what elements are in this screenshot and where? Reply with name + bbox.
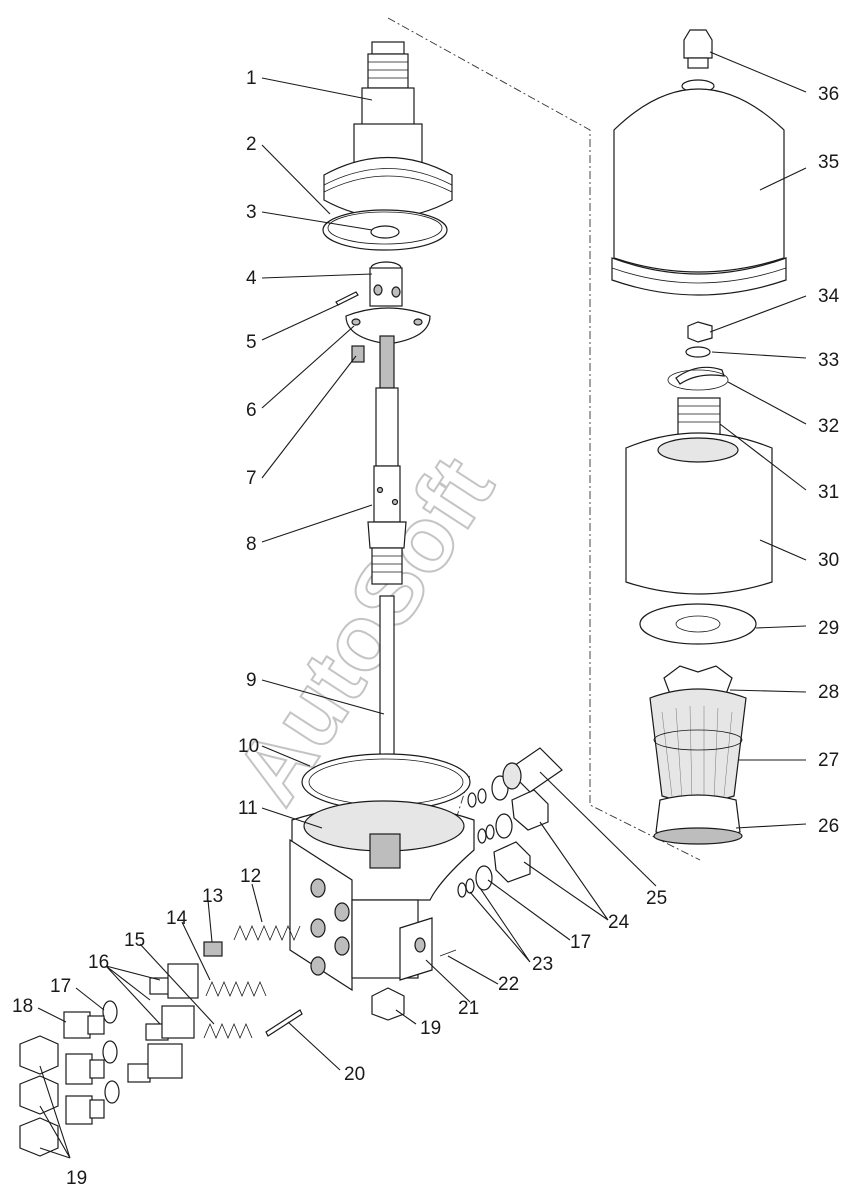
part-33-washer: [685, 346, 711, 358]
part-8-shaft: [367, 335, 407, 585]
callout-20: 20: [344, 1064, 365, 1085]
part-26-base-ring: [653, 794, 743, 845]
callout-7: 7: [246, 468, 257, 489]
part-15-spring: [203, 1022, 253, 1040]
part-22-screw: [439, 949, 457, 957]
callout-19-left: 19: [66, 1168, 87, 1189]
part-31-stem: [677, 397, 721, 439]
callout-30: 30: [818, 550, 839, 571]
callout-34: 34: [818, 286, 840, 307]
callout-25: 25: [646, 888, 667, 909]
callout-8: 8: [246, 534, 257, 555]
part-30-filter-housing: [625, 432, 773, 595]
callout-17-left: 17: [50, 976, 71, 997]
callout-9: 9: [246, 670, 257, 691]
callout-32: 32: [818, 416, 839, 437]
callout-18: 18: [12, 996, 33, 1017]
callout-1: 1: [246, 68, 257, 89]
part-16-pistons: [127, 963, 199, 1083]
callout-6: 6: [246, 400, 257, 421]
callout-5: 5: [246, 332, 257, 353]
part-35-filter-bowl: [611, 88, 787, 296]
part-9-tube: [379, 595, 395, 781]
part-12-spring: [233, 924, 301, 942]
callout-33: 33: [818, 350, 839, 371]
callout-23: 23: [532, 954, 553, 975]
callout-26: 26: [818, 816, 839, 837]
part-18-plug: [63, 1011, 105, 1039]
callout-35: 35: [818, 152, 839, 173]
part-5-pin: [335, 291, 359, 306]
part-27-filter-element: [649, 688, 747, 803]
part-19-bottom-plug: [371, 987, 405, 1021]
callout-19-bottom: 19: [420, 1018, 441, 1039]
callout-11: 11: [238, 798, 258, 819]
part-32-snap-ring: [667, 366, 729, 391]
callout-3: 3: [246, 202, 257, 223]
part-20-pin: [265, 1009, 303, 1037]
leader-lines: [37, 51, 807, 1159]
callout-27: 27: [818, 750, 839, 771]
callout-29: 29: [818, 618, 839, 639]
callout-22: 22: [498, 974, 519, 995]
callout-17-right: 17: [570, 932, 591, 953]
callout-14: 14: [166, 908, 188, 929]
callout-13: 13: [202, 886, 223, 907]
callout-21: 21: [458, 998, 479, 1019]
callout-28: 28: [818, 682, 839, 703]
part-6-flange: [345, 307, 431, 345]
callout-labels: 1 2 3 4 5 6 7 8 9 10 11 12 13 14 15 16 1…: [12, 68, 840, 1189]
callout-10: 10: [238, 736, 259, 757]
callout-36: 36: [818, 84, 839, 105]
callout-16: 16: [88, 952, 109, 973]
part-13-valve: [203, 941, 223, 957]
part-19-bolts-left: [19, 1035, 105, 1157]
part-14-spring: [205, 980, 267, 998]
part-36-cap-nut: [681, 29, 715, 93]
part-4-valve-insert: [369, 261, 403, 307]
callout-4: 4: [246, 268, 257, 289]
part-1-top-fitting: [323, 41, 453, 219]
callout-31: 31: [818, 482, 839, 503]
part-11-housing: [289, 800, 475, 992]
callout-12: 12: [240, 866, 261, 887]
callout-24: 24: [608, 912, 630, 933]
part-3-o-ring: [370, 225, 400, 239]
part-25-elbow-fitting: [502, 747, 563, 793]
part-23-seals: [457, 788, 495, 898]
part-24-fittings: [475, 775, 549, 891]
part-29-gasket: [639, 603, 757, 645]
part-17-washers-left: [102, 1000, 120, 1104]
callout-15: 15: [124, 930, 145, 951]
part-34-nut: [687, 321, 713, 343]
callout-2: 2: [246, 134, 257, 155]
